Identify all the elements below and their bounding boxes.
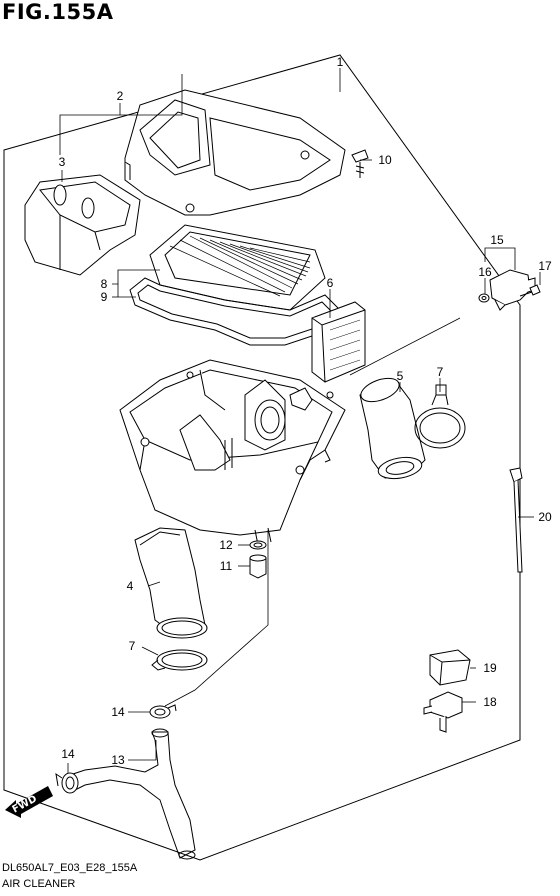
forward-arrow: FWD: [5, 786, 53, 818]
callout-3: 3: [59, 155, 66, 169]
callout-2: 2: [117, 89, 124, 103]
callout-11: 11: [220, 559, 233, 573]
callout-7: 7: [437, 365, 444, 379]
sensor-cap[interactable]: [429, 649, 471, 686]
callout-15: 15: [490, 233, 504, 247]
hose-clamp-lower[interactable]: [151, 649, 208, 671]
sensor-bolt[interactable]: [519, 284, 541, 297]
figure-title: FIG.155A: [2, 0, 114, 24]
hose-clip-lower[interactable]: [55, 772, 79, 794]
callout-16: 16: [478, 265, 492, 279]
leader-lines: [59, 68, 541, 773]
callout-1: 1: [337, 55, 344, 69]
callout-12: 12: [219, 538, 233, 552]
o-ring[interactable]: [478, 293, 490, 303]
air-cleaner-case[interactable]: [119, 359, 346, 546]
cable-tie[interactable]: [509, 467, 523, 573]
drain-hose[interactable]: [69, 728, 196, 860]
model-code: DL650AL7_E03_E28_155A: [2, 862, 138, 874]
filter-element[interactable]: [149, 224, 326, 311]
outlet-tube[interactable]: [134, 527, 208, 639]
callout-20: 20: [538, 510, 552, 524]
callout-labels: 1 2 3 4 5 6 7 7 8 9 10 11 12 13 14 14 15…: [59, 55, 552, 767]
callout-10: 10: [378, 153, 392, 167]
inlet-duct[interactable]: [24, 174, 141, 276]
callout-7-lower: 7: [129, 639, 136, 653]
inlet-pipe[interactable]: [358, 374, 426, 482]
callout-4: 4: [127, 579, 134, 593]
iap-sensor[interactable]: [489, 269, 536, 311]
callout-6: 6: [327, 276, 334, 290]
element-block[interactable]: [311, 301, 366, 383]
assembly-outline: [3, 54, 521, 861]
callout-17: 17: [538, 259, 552, 273]
callout-19: 19: [483, 661, 497, 675]
screw[interactable]: [351, 149, 369, 178]
callout-13: 13: [111, 753, 125, 767]
callout-14: 14: [111, 705, 125, 719]
hose-clip[interactable]: [149, 704, 177, 719]
callout-5: 5: [397, 369, 404, 383]
drain-clip[interactable]: [249, 540, 267, 550]
callout-14-lower: 14: [61, 747, 75, 761]
callout-9: 9: [101, 290, 108, 304]
hose-clamp[interactable]: [414, 384, 466, 449]
forward-label: FWD: [11, 794, 39, 816]
section-name: AIR CLEANER: [2, 878, 76, 890]
drain-plug[interactable]: [249, 554, 267, 579]
callout-18: 18: [483, 695, 497, 709]
air-cleaner-cap[interactable]: [124, 89, 346, 216]
callout-8: 8: [101, 277, 108, 291]
sensor-holder[interactable]: [423, 691, 463, 733]
